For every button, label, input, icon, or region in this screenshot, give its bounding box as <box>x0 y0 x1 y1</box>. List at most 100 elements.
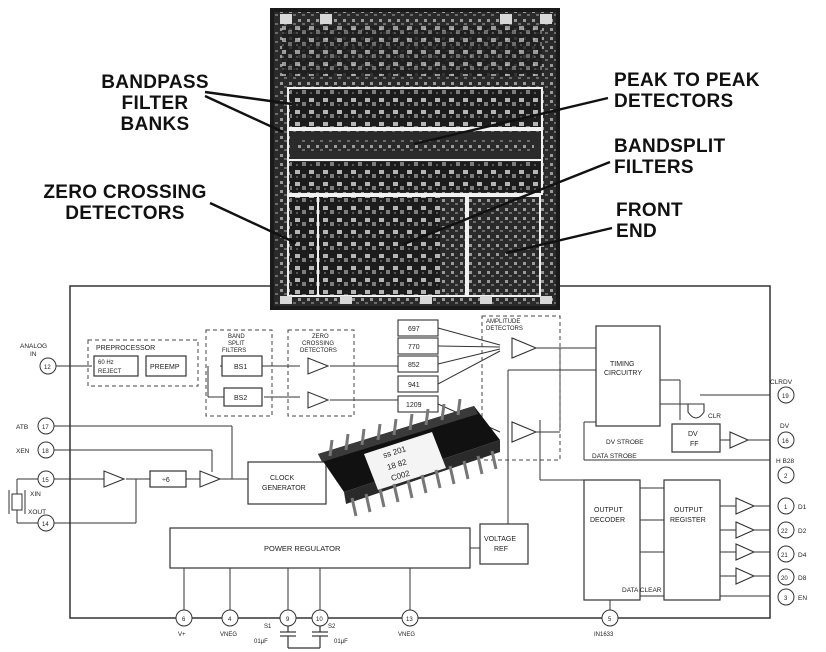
callout-front-end: FRONT END <box>616 200 683 242</box>
pin-label: EN <box>798 595 807 602</box>
callout-bandpass: BANDPASS FILTER BANKS <box>100 72 210 135</box>
dip-package <box>318 399 500 516</box>
output-decoder-block <box>584 480 640 600</box>
amplitude-label-1: AMPLITUDE <box>486 319 520 325</box>
pin-number: 18 <box>42 449 49 455</box>
pin-number: 21 <box>781 553 788 559</box>
band-split-label-1: BAND <box>228 334 245 340</box>
pin-number: 15 <box>42 478 49 484</box>
voltage-ref-label-2: REF <box>494 546 508 553</box>
capacitors <box>280 626 328 648</box>
pin-label: XIN <box>30 491 41 498</box>
zero-crossing-label-1: ZERO <box>312 334 329 340</box>
callout-peak-to-peak: PEAK TO PEAK DETECTORS <box>614 70 760 112</box>
pin-label: IN <box>30 351 37 358</box>
pin-number: 10 <box>316 617 323 623</box>
pin-label: H B28 <box>776 458 794 465</box>
pin-number: 12 <box>44 365 51 371</box>
pin-label: DV <box>780 423 790 430</box>
filter-label: 852 <box>408 362 420 369</box>
pin-number: 16 <box>782 439 789 445</box>
zero-crossing-comparator-2 <box>308 392 328 408</box>
callout-line: DETECTORS <box>614 91 760 112</box>
voltage-ref-block <box>480 524 528 564</box>
pin-label: ATB <box>16 424 28 431</box>
pin-label: V+ <box>178 632 186 638</box>
pin-number: 14 <box>42 522 49 528</box>
power-regulator-label: POWER REGULATOR <box>264 544 341 553</box>
pin-label: ANALOG <box>20 343 47 350</box>
filter-label: 770 <box>408 344 420 351</box>
data-clear-label: DATA CLEAR <box>622 587 662 594</box>
bs1-label: BS1 <box>234 364 247 371</box>
pin-label: VNEG <box>398 632 415 638</box>
filter-label: 941 <box>408 382 420 389</box>
callout-line: FILTER <box>100 93 210 114</box>
pin-label: XEN <box>16 448 30 455</box>
pin-label: VNEG <box>220 632 237 638</box>
clock-generator-block <box>248 462 326 504</box>
output-register-block <box>664 480 720 600</box>
d2-buffer <box>736 522 754 538</box>
callout-line: FRONT <box>616 200 683 221</box>
output-register-label-1: OUTPUT <box>674 507 704 514</box>
band-split-label-2: SPLIT <box>228 341 245 347</box>
die-photo <box>270 8 560 310</box>
callout-line: BANDPASS <box>100 72 210 93</box>
d8-buffer <box>736 568 754 584</box>
bs2-label: BS2 <box>234 395 247 402</box>
pin-label: D2 <box>798 528 807 535</box>
gate-inverter <box>200 471 220 487</box>
timing-label-1: TIMING <box>610 361 635 368</box>
data-strobe-label: DATA STROBE <box>592 453 637 460</box>
clock-label-2: GENERATOR <box>262 485 306 492</box>
zero-crossing-comparator-1 <box>308 358 328 374</box>
divider-label: ÷6 <box>162 477 170 484</box>
callout-line: END <box>616 221 683 242</box>
output-decoder-label-2: DECODER <box>590 517 625 524</box>
pin-label: D8 <box>798 575 807 582</box>
reject-label-1: 60 Hz <box>98 360 114 366</box>
pin-number: 22 <box>781 529 788 535</box>
clock-label-1: CLOCK <box>270 475 294 482</box>
preprocessor-label: PREPROCESSOR <box>96 345 155 352</box>
pin-number: 19 <box>782 394 789 400</box>
pin-label: IN1633 <box>594 632 614 638</box>
zero-crossing-label-3: DETECTORS <box>300 348 337 354</box>
voltage-ref-label-1: VOLTAGE <box>484 536 516 543</box>
d1-buffer <box>736 498 754 514</box>
pin-label: XOUT <box>28 509 46 516</box>
dv-buffer <box>730 432 748 448</box>
pin-label: CLRDV <box>770 379 793 386</box>
d4-buffer <box>736 544 754 560</box>
pin-number: 20 <box>781 576 788 582</box>
clr-gate <box>688 404 704 418</box>
clr-label: CLR <box>708 413 721 420</box>
zero-crossing-label-2: CROSSING <box>302 341 334 347</box>
preemp-label: PREEMP <box>150 364 180 371</box>
callout-bandsplit: BANDSPLIT FILTERS <box>614 136 725 178</box>
output-decoder-label-1: OUTPUT <box>594 507 624 514</box>
callout-line: ZERO CROSSING <box>38 182 212 203</box>
pin-label: S1 <box>264 624 272 630</box>
left-pins <box>9 358 56 531</box>
band-split-label-3: FILTERS <box>222 348 246 354</box>
reject-label-2: REJECT <box>98 369 122 375</box>
callout-zero-crossing: ZERO CROSSING DETECTORS <box>38 182 212 224</box>
callout-line: BANKS <box>100 114 210 135</box>
pin-label: D4 <box>798 552 807 559</box>
capacitor-label: 01μF <box>334 639 348 645</box>
osc-inverter <box>104 471 124 487</box>
pin-label: D1 <box>798 504 807 511</box>
amplitude-amp-1 <box>512 338 536 358</box>
dv-strobe-label: DV STROBE <box>606 439 644 446</box>
filter-label: 697 <box>408 326 420 333</box>
right-pins <box>778 387 794 605</box>
amplitude-amp-2 <box>512 422 536 442</box>
callout-line: DETECTORS <box>38 203 212 224</box>
pin-number: 13 <box>406 617 413 623</box>
dv-ff-label-2: FF <box>690 441 699 448</box>
pin-label: S2 <box>328 624 336 630</box>
pin-number: 17 <box>42 425 49 431</box>
